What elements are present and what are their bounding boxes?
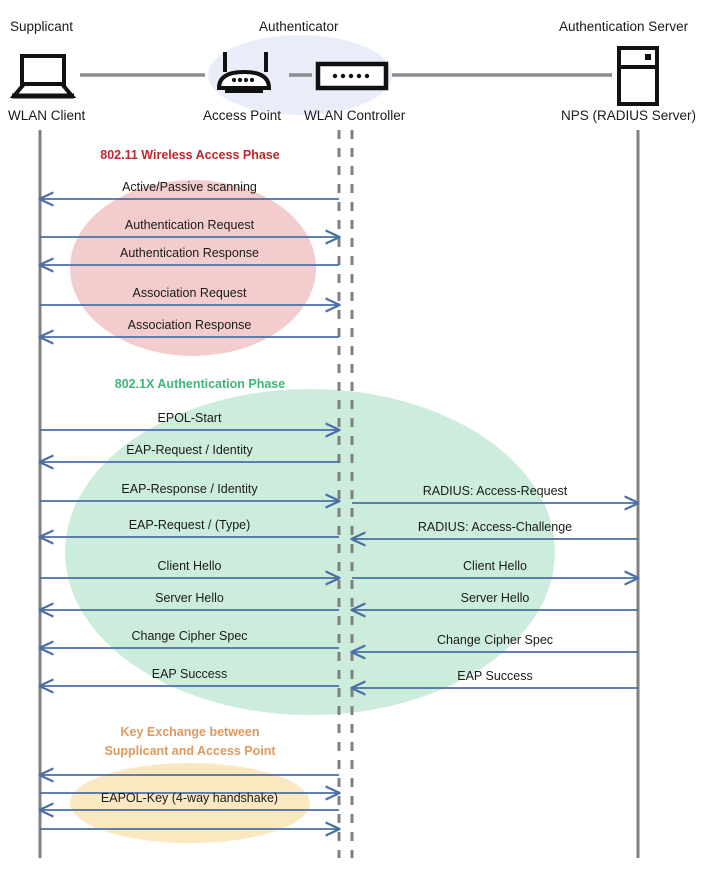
message-right-label-1: RADIUS: Access-Challenge bbox=[417, 520, 573, 534]
actor-device-wlan-client: WLAN Client bbox=[8, 108, 86, 123]
message-left-label-6: EAP-Request / Identity bbox=[126, 443, 253, 457]
message-left-label-15: EAPOL-Key (4-way handshake) bbox=[100, 791, 279, 805]
phase-label-line-2: Supplicant and Access Point bbox=[104, 744, 276, 758]
actor-role-authenticator: Authenticator bbox=[259, 19, 339, 34]
message-left-label-11: Change Cipher Spec bbox=[131, 629, 248, 643]
message-left-label-7: EAP-Response / Identity bbox=[121, 482, 258, 496]
message-left-label-9: Client Hello bbox=[157, 559, 222, 573]
access-point-icon bbox=[216, 52, 272, 93]
actor-device-nps-radius-server: NPS (RADIUS Server) bbox=[561, 108, 697, 123]
server-rack-icon bbox=[617, 46, 659, 106]
message-left-label-4: Association Response bbox=[127, 318, 252, 332]
laptop-icon bbox=[9, 54, 77, 99]
message-left-label-3: Association Request bbox=[132, 286, 247, 300]
wlan-controller-icon bbox=[315, 61, 389, 91]
message-right-label-4: Change Cipher Spec bbox=[436, 633, 554, 647]
message-left-label-2: Authentication Response bbox=[120, 246, 259, 260]
message-left-label-8: EAP-Request / (Type) bbox=[128, 518, 251, 532]
actor-device-access-point: Access Point bbox=[203, 108, 282, 123]
message-left-label-10: Server Hello bbox=[155, 591, 224, 605]
phase-ellipse-key-exchange bbox=[70, 763, 310, 843]
phase-label-line-1: Key Exchange between bbox=[120, 725, 260, 739]
message-right-label-3: Server Hello bbox=[460, 591, 530, 605]
message-right-label-5: EAP Success bbox=[457, 669, 533, 683]
phase-label-dot1x-auth: 802.1X Authentication Phase bbox=[114, 377, 286, 391]
phase-label-wireless-access: 802.11 Wireless Access Phase bbox=[100, 148, 280, 162]
actor-device-wlan-controller: WLAN Controller bbox=[304, 108, 406, 123]
actor-role-supplicant: Supplicant bbox=[10, 19, 74, 34]
phase-ellipse-wireless-access bbox=[70, 180, 316, 356]
message-left-label-1: Authentication Request bbox=[124, 218, 255, 232]
phase-ellipse-dot1x-auth bbox=[65, 389, 555, 715]
message-left-label-0: Active/Passive scanning bbox=[122, 180, 257, 194]
actor-role-auth-server: Authentication Server bbox=[559, 19, 689, 34]
message-left-label-12: EAP Success bbox=[151, 667, 228, 681]
message-right-label-0: RADIUS: Access-Request bbox=[422, 484, 568, 498]
message-right-label-2: Client Hello bbox=[463, 559, 527, 573]
message-left-label-5: EPOL-Start bbox=[157, 411, 222, 425]
